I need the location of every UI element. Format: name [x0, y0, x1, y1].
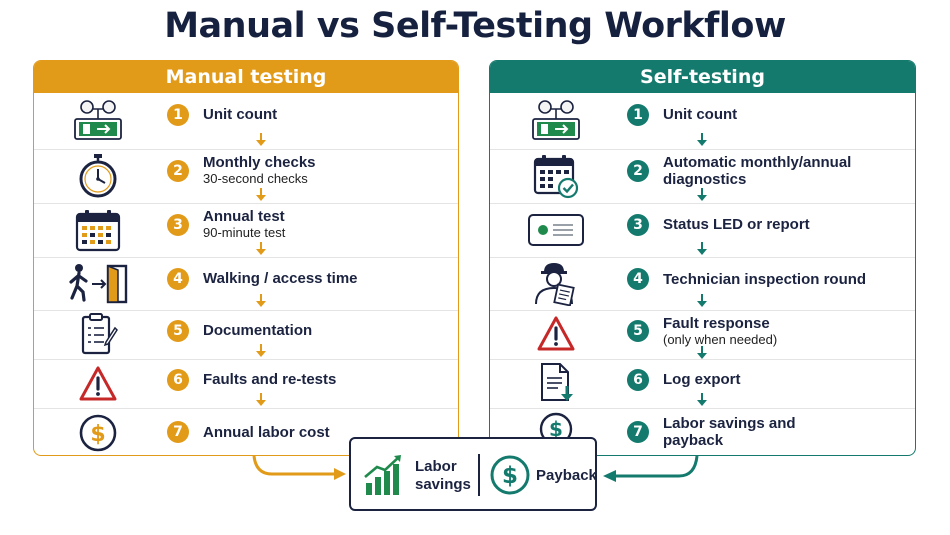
step-number-badge: 5: [627, 320, 649, 342]
flow-arrow: [255, 133, 267, 147]
walking-person-icon: [62, 262, 134, 306]
manual-testing-header: Manual testing: [34, 61, 458, 93]
manual-connector-arrow: [252, 455, 336, 476]
flow-arrow: [696, 242, 708, 256]
manual-step-7: $ 7 Annual labor cost: [34, 409, 458, 455]
manual-connector-arrowhead: [334, 468, 346, 480]
technician-icon: [520, 261, 592, 306]
step-label: Walking / access time: [203, 270, 358, 287]
manual-step-4: 4 Walking / access time: [34, 258, 458, 310]
step-label: Log export: [663, 371, 741, 388]
flow-arrow: [696, 346, 708, 360]
self-testing-panel: Self-testing 1 Unit count: [489, 60, 916, 456]
step-number-badge: 3: [167, 214, 189, 236]
step-label: Annual test 90-minute test: [203, 208, 285, 241]
flow-arrow: [696, 188, 708, 202]
clipboard-icon: [62, 312, 134, 356]
step-number-badge: 3: [627, 214, 649, 236]
step-number-badge: 1: [627, 104, 649, 126]
exit-sign-icon: [520, 98, 592, 142]
step-subtitle: 30-second checks: [203, 171, 308, 186]
dollar-coin-icon: $: [62, 411, 134, 455]
step-number-badge: 4: [627, 268, 649, 290]
step-label: Annual labor cost: [203, 424, 330, 441]
dollar-coin-icon: $: [489, 454, 531, 496]
exit-sign-icon: [62, 98, 134, 142]
step-number-badge: 4: [167, 268, 189, 290]
self-step-2: 2 Automatic monthly/annual diagnostics: [490, 150, 915, 203]
flow-arrow: [255, 344, 267, 358]
step-subtitle: 90-minute test: [203, 225, 286, 240]
step-number-badge: 1: [167, 104, 189, 126]
flow-arrow: [696, 294, 708, 308]
svg-text:$: $: [549, 417, 563, 441]
calendar-icon: [62, 208, 134, 252]
svg-text:$: $: [90, 422, 105, 447]
step-label: Fault response (only when needed): [663, 315, 777, 348]
labor-savings-label: Labor savings: [415, 458, 471, 494]
step-label: Documentation: [203, 322, 313, 339]
svg-text:$: $: [502, 463, 518, 489]
status-led-icon: [520, 208, 592, 252]
self-step-4: 4 Technician inspection round: [490, 258, 915, 310]
growth-chart-icon: [363, 453, 407, 497]
step-number-badge: 2: [627, 160, 649, 182]
flow-arrow: [696, 133, 708, 147]
step-number-badge: 6: [167, 369, 189, 391]
manual-step-1: 1 Unit count: [34, 93, 458, 148]
labor-savings-line2: savings: [415, 476, 471, 493]
step-number-badge: 2: [167, 160, 189, 182]
step-number-badge: 5: [167, 320, 189, 342]
step-label: Labor savings and payback: [663, 415, 796, 449]
step-number-badge: 7: [627, 421, 649, 443]
step-number-badge: 7: [167, 421, 189, 443]
warning-icon: [520, 312, 592, 356]
step-title: Annual test: [203, 208, 285, 225]
result-divider: [478, 454, 480, 496]
step-label: Automatic monthly/annual diagnostics: [663, 154, 852, 188]
flow-arrow: [255, 393, 267, 407]
self-step-5: 5 Fault response (only when needed): [490, 311, 915, 359]
flow-arrow: [255, 188, 267, 202]
manual-testing-panel: Manual testing 1 Unit count: [33, 60, 459, 456]
calendar-check-icon: [520, 154, 592, 199]
step-label: Unit count: [663, 106, 738, 123]
step-title: Fault response: [663, 315, 770, 332]
warning-icon: [62, 362, 134, 406]
flow-arrow: [696, 393, 708, 407]
result-box: Labor savings $ Payback: [349, 437, 597, 511]
page-title: Manual vs Self-Testing Workflow: [164, 6, 786, 46]
step-label: Technician inspection round: [663, 271, 867, 288]
step-label: Monthly checks 30-second checks: [203, 154, 316, 187]
manual-step-2: 2 Monthly checks 30-second checks: [34, 150, 458, 203]
flow-arrow: [255, 242, 267, 256]
stopwatch-icon: [62, 154, 134, 198]
self-step-6: 6 Log export: [490, 360, 915, 408]
self-step-1: 1 Unit count: [490, 93, 915, 148]
flow-arrow: [255, 294, 267, 308]
payback-label: Payback: [536, 467, 597, 484]
labor-savings-line1: Labor: [415, 458, 457, 475]
step-title: Monthly checks: [203, 154, 316, 171]
step-label: Unit count: [203, 106, 278, 123]
document-download-icon: [520, 361, 592, 405]
manual-step-3: 3 Annual test 90-minute test: [34, 204, 458, 257]
self-step-7: $ 7 Labor savings and payback: [490, 409, 915, 455]
manual-step-5: 5 Documentation: [34, 311, 458, 359]
manual-step-6: 6 Faults and re-tests: [34, 360, 458, 408]
self-connector-arrowhead: [603, 470, 616, 482]
self-step-3: 3 Status LED or report: [490, 204, 915, 257]
self-testing-header: Self-testing: [490, 61, 915, 93]
step-subtitle: (only when needed): [663, 332, 778, 347]
step-label: Status LED or report: [663, 216, 810, 233]
step-label: Faults and re-tests: [203, 371, 337, 388]
step-number-badge: 6: [627, 369, 649, 391]
dollar-coin-icon: $: [520, 407, 592, 451]
self-connector-arrow: [614, 455, 699, 478]
